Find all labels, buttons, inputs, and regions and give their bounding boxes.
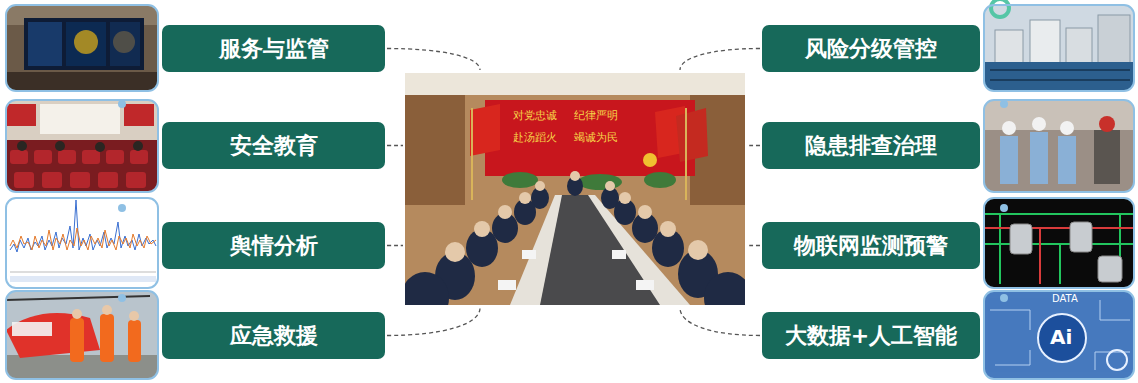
topic-label: 隐患排查治理 xyxy=(805,131,937,161)
pipeline-schematic xyxy=(984,198,1134,288)
topic-label: 安全教育 xyxy=(230,131,318,161)
meeting-photo-node: 对党忠诚 纪律严明 赴汤蹈火 竭诚为民 xyxy=(405,73,745,305)
rescue-photo xyxy=(6,291,158,379)
topic-label: 服务与监管 xyxy=(219,34,329,64)
topic-label: 应急救援 xyxy=(230,321,318,351)
dashed-connector xyxy=(387,245,403,246)
control-room-photo xyxy=(6,5,158,91)
topic-label: 风险分级管控 xyxy=(805,34,937,64)
dashed-connector xyxy=(387,308,480,336)
topic-label: 物联网监测预警 xyxy=(794,231,948,261)
topic-box: 隐患排查治理 xyxy=(762,122,980,169)
topic-box: 大数据+人工智能 xyxy=(762,312,980,359)
topic-label: 大数据+人工智能 xyxy=(785,321,957,351)
dashed-connector xyxy=(680,49,760,71)
topic-box: 舆情分析 xyxy=(162,222,385,269)
decor-ring xyxy=(991,0,1009,17)
opinion-chart xyxy=(6,198,158,288)
dashed-connector xyxy=(680,308,760,336)
banner-slogan: 对党忠诚 纪律严明 赴汤蹈火 竭诚为民 xyxy=(513,105,663,149)
topic-label: 舆情分析 xyxy=(230,231,318,261)
topic-box: 应急救援 xyxy=(162,312,385,359)
topic-box: 风险分级管控 xyxy=(762,25,980,72)
meeting-photo xyxy=(405,73,745,305)
dashed-connector xyxy=(747,145,760,146)
image-text: Ai xyxy=(1050,325,1072,349)
inspection-photo xyxy=(984,100,1134,192)
plant-photo xyxy=(984,5,1134,91)
ai-illustration xyxy=(984,291,1134,379)
dashed-connector xyxy=(387,145,403,146)
dashed-connector xyxy=(747,245,760,246)
dashed-connector xyxy=(387,49,480,71)
topic-box: 物联网监测预警 xyxy=(762,222,980,269)
classroom-photo xyxy=(6,100,158,192)
topic-box: 安全教育 xyxy=(162,122,385,169)
thumb-frame xyxy=(6,5,1134,379)
topic-box: 服务与监管 xyxy=(162,25,385,72)
image-text: DATA xyxy=(1052,293,1078,304)
